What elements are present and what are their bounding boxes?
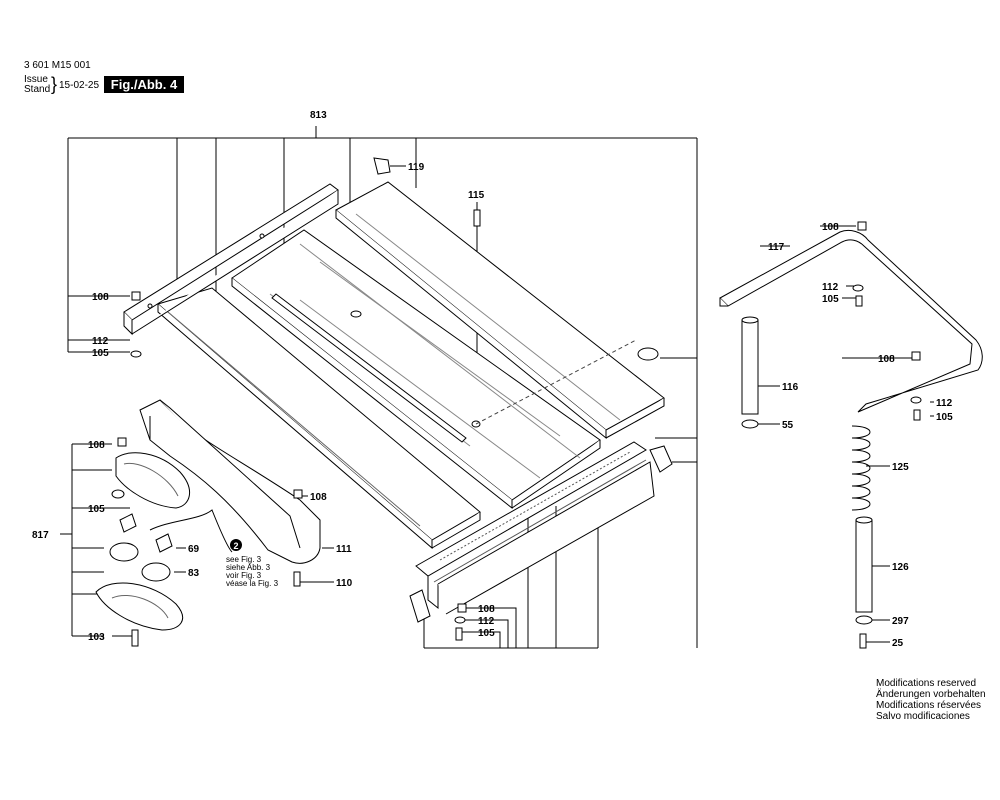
drawing-header: 3 601 M15 001 Issue Stand } 15-02-25 Fig… [0, 0, 1000, 110]
part-label-111: 111 [336, 544, 352, 555]
part-label-103: 103 [88, 632, 105, 643]
rear-rail [123, 183, 339, 336]
part-label-69: 69 [188, 544, 200, 555]
table-panels [156, 181, 665, 550]
part-label-297: 297 [892, 616, 909, 627]
part-label-108: 108 [88, 440, 105, 451]
part-label-116: 116 [782, 382, 799, 393]
part-number: 3 601 M15 001 [24, 60, 91, 71]
support-arm [139, 399, 321, 564]
callout-number: 2 [233, 541, 238, 551]
issue-date: 15-02-25 [59, 80, 100, 91]
callout-circle-icon [230, 539, 242, 551]
part-label-105: 105 [936, 412, 953, 423]
part-label-108: 108 [92, 292, 109, 303]
cover-parts [95, 157, 659, 647]
part-label-55: 55 [782, 420, 794, 431]
callout-line-2: siehe Abb. 3 [226, 563, 271, 572]
note-line-de: Änderungen vorbehalten [876, 689, 986, 700]
part-label-813: 813 [310, 110, 327, 121]
note-line-fr: Modifications réservées [876, 700, 982, 711]
fig3-callout: 2 see Fig. 3 siehe Abb. 3 voir Fig. 3 vé… [226, 539, 279, 588]
note-line-es: Salvo modificaciones [876, 711, 970, 722]
part-label-112: 112 [92, 336, 109, 347]
callout-line-3: voir Fig. 3 [226, 571, 262, 580]
part-label-25: 25 [892, 638, 904, 649]
part-label-105: 105 [88, 504, 105, 515]
part-label-108: 108 [310, 492, 327, 503]
figure-badge: Fig./Abb. 4 [104, 76, 184, 93]
part-label-112: 112 [936, 398, 953, 409]
part-labels: 813 119 115 108 112 105 108 105 817 69 8… [32, 110, 953, 649]
part-label-105: 105 [478, 628, 495, 639]
part-label-117: 117 [768, 242, 785, 253]
modification-notes: Modifications reserved Änderungen vorbeh… [876, 678, 986, 722]
part-label-126: 126 [892, 562, 909, 573]
part-label-105: 105 [822, 294, 839, 305]
part-label-119: 119 [408, 162, 425, 173]
callout-line-1: see Fig. 3 [226, 555, 262, 564]
part-label-112: 112 [822, 282, 839, 293]
date-brace: } [51, 74, 58, 94]
part-label-108: 108 [878, 354, 895, 365]
fence-rails [409, 441, 673, 623]
leg-frame [719, 221, 983, 649]
part-label-108: 108 [822, 222, 839, 233]
callout-line-4: véase la Fig. 3 [226, 579, 279, 588]
part-label-125: 125 [892, 462, 909, 473]
part-label-112: 112 [478, 616, 495, 627]
part-label-115: 115 [468, 190, 485, 201]
leader-lines [60, 126, 934, 649]
part-label-817: 817 [32, 530, 49, 541]
stand-label: Stand [24, 84, 51, 95]
part-label-110: 110 [336, 578, 353, 589]
note-line-en: Modifications reserved [876, 678, 977, 689]
part-label-108: 108 [478, 604, 495, 615]
part-label-105: 105 [92, 348, 109, 359]
part-label-83: 83 [188, 568, 200, 579]
issue-label: Issue [24, 74, 48, 85]
